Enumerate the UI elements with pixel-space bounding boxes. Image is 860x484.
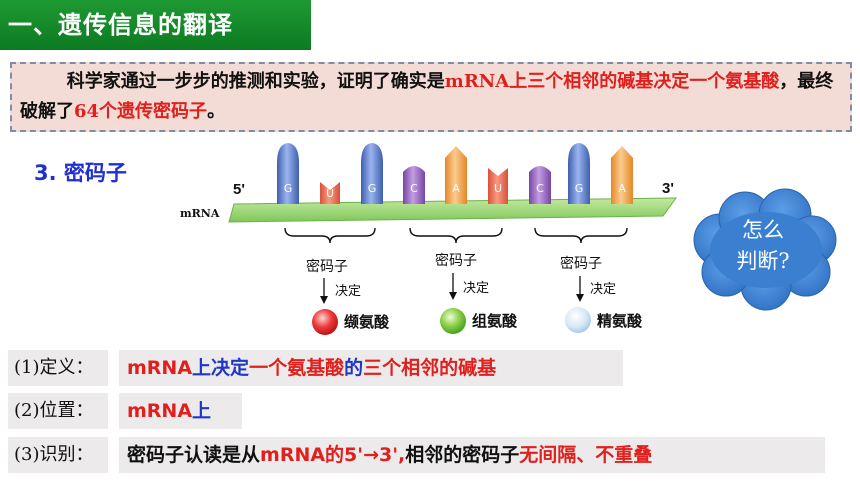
decide-label-1: 决定 (335, 284, 361, 299)
codon-heading: 3. 密码子 (34, 161, 127, 185)
mrna-label: mRNA (180, 207, 220, 220)
base-u1: U (320, 182, 340, 204)
base-a1: A (445, 146, 467, 204)
base-u2: U (488, 168, 508, 204)
def-part-1: mRNA (127, 357, 193, 379)
amino-acid-3: 精氨酸 (597, 312, 643, 330)
intro-paragraph: 科学家通过一步步的推测和实验，证明了确实是mRNA上三个相邻的碱基决定一个氨基酸… (10, 62, 852, 132)
position-label: (2)位置： (8, 393, 108, 429)
definition-value: mRNA上决定一个氨基酸的三个相邻的碱基 (119, 350, 623, 386)
pos-part-1: mRNA (127, 400, 193, 422)
codon-brace-2 (409, 227, 503, 244)
codon-label-3: 密码子 (560, 255, 602, 272)
id-part-3: 相邻的密码子 (405, 444, 520, 466)
identify-value: 密码子认读是从mRNA的5'→3',相邻的密码子无间隔、不重叠 (119, 437, 825, 473)
definition-label: (1)定义： (8, 350, 108, 386)
intro-text-3: 。 (207, 101, 226, 122)
five-prime-label: 5' (233, 181, 245, 198)
codon-label-2: 密码子 (435, 252, 477, 269)
intro-highlight-1: mRNA上三个相邻的碱基决定一个氨基酸 (444, 71, 780, 92)
intro-text-2: ，最终破解了 (20, 71, 834, 122)
def-part-3: 一个氨基酸 (249, 357, 345, 379)
intro-highlight-2: 64个遗传密码子 (74, 101, 208, 122)
three-prime-label: 3' (662, 180, 674, 197)
def-part-2: 上决定 (192, 357, 250, 379)
base-g2: G (361, 143, 383, 204)
amino-acid-1: 缬氨酸 (344, 313, 390, 331)
svg-text:C: C (536, 182, 544, 195)
codon-label-1: 密码子 (306, 258, 348, 275)
id-part-4: 无间隔、不重叠 (519, 444, 653, 466)
svg-text:A: A (452, 182, 460, 195)
svg-text:G: G (368, 182, 377, 195)
bubble-line-1: 怎么 (742, 218, 784, 242)
id-part-1: 密码子认读是从 (127, 444, 261, 466)
pos-part-2: 上 (192, 400, 212, 422)
bubble-text: 怎么 判断? (690, 215, 836, 277)
amino-acid-ball-3 (565, 307, 591, 333)
def-part-5: 三个相邻的碱基 (363, 357, 497, 379)
codon-brace-3 (534, 227, 628, 244)
amino-acid-2: 组氨酸 (472, 312, 518, 330)
svg-text:U: U (326, 187, 334, 200)
base-c2: C (529, 166, 551, 204)
decide-label-3: 决定 (590, 282, 616, 297)
position-value: mRNA上 (119, 393, 242, 429)
intro-text-1: 科学家通过一步步的推测和实验，证明了确实是 (66, 71, 445, 92)
thought-bubble (693, 188, 837, 311)
definition-row: (1)定义： mRNA上决定一个氨基酸的三个相邻的碱基 (0, 350, 860, 386)
def-part-4: 的 (344, 357, 364, 379)
amino-acid-ball-2 (440, 308, 466, 334)
identify-label: (3)识别： (8, 437, 108, 473)
section-title: 一、遗传信息的翻译 (0, 0, 311, 50)
svg-text:G: G (575, 182, 584, 195)
codon-brace-1 (284, 227, 376, 244)
decide-arrow-3 (576, 276, 584, 302)
id-part-2: mRNA的5'→3', (260, 444, 406, 466)
decide-arrow-2 (449, 273, 457, 300)
position-row: (2)位置： mRNA上 (0, 393, 860, 429)
amino-acid-ball-1 (312, 309, 338, 335)
decide-arrow-1 (320, 278, 328, 304)
base-c1: C (403, 166, 425, 204)
svg-text:A: A (618, 182, 626, 195)
identify-row: (3)识别： 密码子认读是从mRNA的5'→3',相邻的密码子无间隔、不重叠 (0, 437, 860, 473)
svg-text:G: G (284, 182, 293, 195)
bubble-line-2: 判断? (736, 249, 790, 273)
svg-text:U: U (494, 182, 502, 195)
svg-text:C: C (410, 182, 418, 195)
base-g1: G (277, 143, 299, 204)
mrna-strand (228, 197, 677, 223)
base-g3: G (568, 143, 590, 204)
base-a2: A (611, 146, 633, 204)
decide-label-2: 决定 (463, 281, 489, 296)
